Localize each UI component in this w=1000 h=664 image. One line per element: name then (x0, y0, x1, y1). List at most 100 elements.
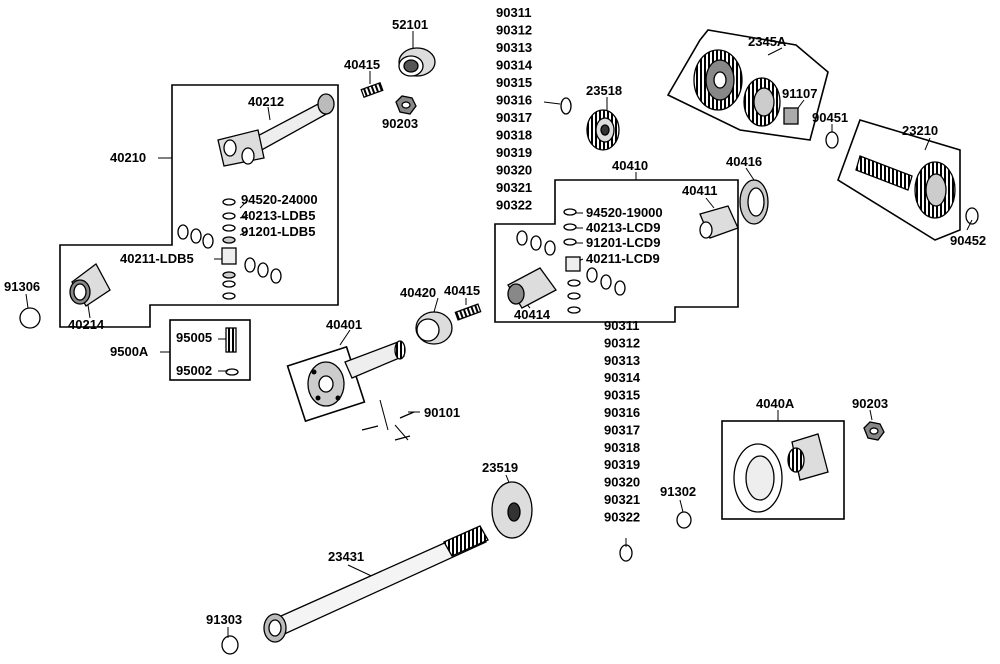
part-91303-ring[interactable] (221, 635, 239, 655)
shim-item: 90319 (496, 145, 532, 160)
part-91306-ring[interactable] (19, 307, 41, 329)
shim-item: 90317 (496, 110, 532, 125)
label-91303: 91303 (206, 612, 242, 627)
label-4040a: 4040A (756, 396, 795, 411)
shim-item: 90319 (604, 457, 640, 472)
part-90101-bolts[interactable] (361, 399, 415, 441)
label-2345a: 2345A (748, 34, 787, 49)
part-23431-shaft[interactable] (263, 525, 489, 643)
label-40213-lcd9: 40213-LCD9 (586, 220, 660, 235)
part-90452-washer[interactable] (965, 207, 979, 225)
label-40410: 40410 (612, 158, 648, 173)
shim-item: 90316 (496, 93, 532, 108)
label-40212: 40212 (248, 94, 284, 109)
part-95002-clip[interactable] (225, 368, 239, 376)
label-94520-19000: 94520-19000 (586, 205, 663, 220)
label-90203-top: 90203 (382, 116, 418, 131)
label-40210: 40210 (110, 150, 146, 165)
shim-item: 90320 (604, 475, 640, 490)
part-2345a-gears[interactable] (693, 49, 781, 127)
label-52101: 52101 (392, 17, 428, 32)
shim-item: 90312 (604, 335, 640, 350)
frame-2345a (666, 29, 829, 141)
shim-item: 90311 (604, 318, 639, 333)
part-shim-mid[interactable] (619, 544, 633, 562)
part-40416-seal[interactable] (739, 179, 769, 225)
frame-40210 (59, 84, 339, 328)
part-40414-yoke[interactable] (507, 267, 557, 309)
label-40415-mid: 40415 (444, 283, 480, 298)
label-91201-lcd9: 91201-LCD9 (586, 235, 660, 250)
shim-item: 90322 (496, 198, 532, 213)
label-95002: 95002 (176, 363, 212, 378)
shim-item: 90320 (496, 163, 532, 178)
shim-item: 90318 (604, 440, 640, 455)
shim-item: 90322 (604, 509, 640, 524)
shim-item: 90314 (604, 370, 641, 385)
shim-list-mid: 90311 90312 90313 90314 90315 90316 90317 90318… (604, 318, 641, 524)
part-40211-ldb5-cross[interactable] (221, 236, 237, 279)
part-23519-disk[interactable] (491, 481, 533, 539)
label-40420: 40420 (400, 285, 436, 300)
label-40214: 40214 (68, 317, 105, 332)
part-23210-gear-shaft[interactable] (855, 155, 956, 219)
shim-list-top: 9031190312903139031490315903169031790318… (496, 5, 533, 213)
label-40401: 40401 (326, 317, 362, 332)
label-40411: 40411 (682, 183, 717, 198)
frame-9500a (169, 319, 251, 381)
shim-item: 90321 (496, 180, 532, 195)
frame-40410 (494, 179, 739, 323)
label-91302: 91302 (660, 484, 696, 499)
part-91107-bearing[interactable] (783, 107, 799, 125)
shim-item: 90311 (496, 5, 531, 20)
shim-item: 90313 (604, 353, 640, 368)
shim-item: 90316 (604, 405, 640, 420)
part-52101-boot[interactable] (398, 47, 436, 77)
part-91302-ring[interactable] (676, 511, 692, 529)
shim-item: 90315 (496, 75, 532, 90)
label-9500a: 9500A (110, 344, 149, 359)
label-40414: 40414 (514, 307, 551, 322)
part-40211-lcd9-cross[interactable] (565, 256, 581, 272)
shim-item: 90317 (604, 422, 640, 437)
part-90203-nut-right[interactable] (863, 421, 885, 441)
part-labels: 52101 40415 90203 40212 40210 94520-2400… (4, 17, 986, 627)
part-40401-flange-shaft[interactable] (307, 340, 406, 407)
label-23518: 23518 (586, 83, 622, 98)
shim-item: 90314 (496, 58, 533, 73)
part-23518-gear[interactable] (586, 109, 620, 151)
label-23519: 23519 (482, 460, 518, 475)
shim-item: 90321 (604, 492, 640, 507)
part-4040a-bearing[interactable] (733, 433, 829, 513)
part-40415-spring-top[interactable] (360, 81, 384, 99)
part-40420-boot[interactable] (415, 311, 453, 345)
label-91306: 91306 (4, 279, 40, 294)
label-40213-ldb5: 40213-LDB5 (241, 208, 315, 223)
frame-23210 (837, 119, 961, 241)
part-40415-spring-mid[interactable] (454, 303, 482, 321)
frame-4040a (721, 420, 845, 520)
part-90451-washer[interactable] (825, 131, 839, 149)
part-95005-fitting[interactable] (225, 327, 237, 353)
label-90101: 90101 (424, 405, 460, 420)
label-90451: 90451 (812, 110, 848, 125)
shim-item: 90318 (496, 128, 532, 143)
label-94520-24000: 94520-24000 (241, 192, 318, 207)
part-ldb5-rings (177, 198, 282, 300)
part-40214-yoke[interactable] (69, 263, 111, 307)
part-shim-top[interactable] (560, 97, 572, 115)
label-91107: 91107 (782, 86, 817, 101)
label-40416: 40416 (726, 154, 762, 169)
label-23431: 23431 (328, 549, 364, 564)
label-40211-lcd9: 40211-LCD9 (586, 251, 660, 266)
shim-item: 90315 (604, 388, 640, 403)
part-90203-nut-top[interactable] (395, 95, 417, 115)
part-lcd9-rings (516, 208, 626, 314)
shim-item: 90312 (496, 23, 532, 38)
label-40415-top: 40415 (344, 57, 380, 72)
label-90203-right: 90203 (852, 396, 888, 411)
label-40211-ldb5: 40211-LDB5 (120, 251, 194, 266)
part-40212-yoke-shaft[interactable] (217, 93, 335, 167)
part-40411-yoke[interactable] (699, 205, 739, 239)
